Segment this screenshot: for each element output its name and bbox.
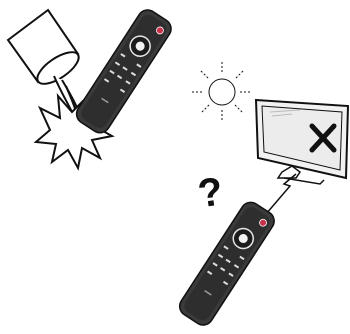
question-mark-text: ? (195, 169, 225, 216)
remote-control-icon (73, 6, 175, 136)
cup-icon (8, 10, 83, 117)
tv-icon (256, 100, 348, 184)
sun-icon (192, 62, 252, 122)
question-icon: ? (195, 169, 225, 216)
remote-control-icon (176, 199, 278, 329)
